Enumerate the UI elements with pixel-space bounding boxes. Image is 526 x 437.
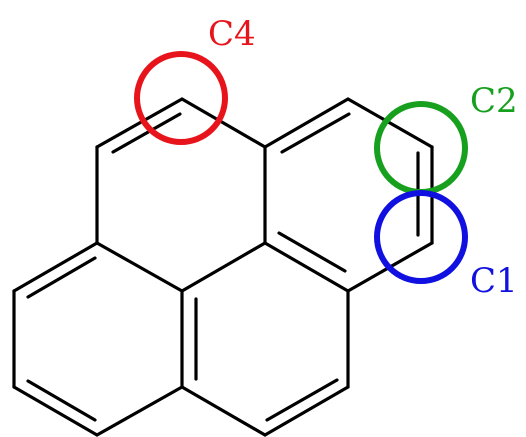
- bond-a1-a2: [95, 97, 184, 149]
- bond-d5-d6: [180, 385, 267, 437]
- bond-d4-d5: [263, 385, 350, 437]
- bond-a5-a6: [95, 241, 184, 293]
- c1-label: C1: [470, 261, 518, 301]
- c2-label: C2: [470, 81, 518, 121]
- c1-highlight-circle: [374, 190, 468, 284]
- double-bond-a1-a2: [111, 112, 182, 154]
- bond-a3-b2: [263, 97, 350, 149]
- bond-c4-c5: [12, 385, 99, 437]
- double-bond-b2-b3: [280, 112, 351, 154]
- double-bond-c6-a6: [26, 256, 97, 299]
- bond-b2-b3: [346, 97, 434, 149]
- bond-d6-c4: [95, 385, 184, 437]
- bond-a4-b5: [263, 241, 350, 293]
- molecule-skeleton: [12, 97, 434, 437]
- c2-highlight-circle: [374, 101, 468, 195]
- bond-c6-a6: [12, 241, 99, 293]
- bond-a2-a3: [180, 97, 267, 149]
- double-bond-c4-c5: [26, 379, 97, 422]
- bond-a4-a5: [180, 241, 267, 293]
- c4-label: C4: [208, 14, 256, 54]
- c4-highlight-circle: [134, 51, 228, 145]
- double-bond-a4-b5: [277, 231, 347, 273]
- double-bond-d4-d5: [265, 378, 339, 422]
